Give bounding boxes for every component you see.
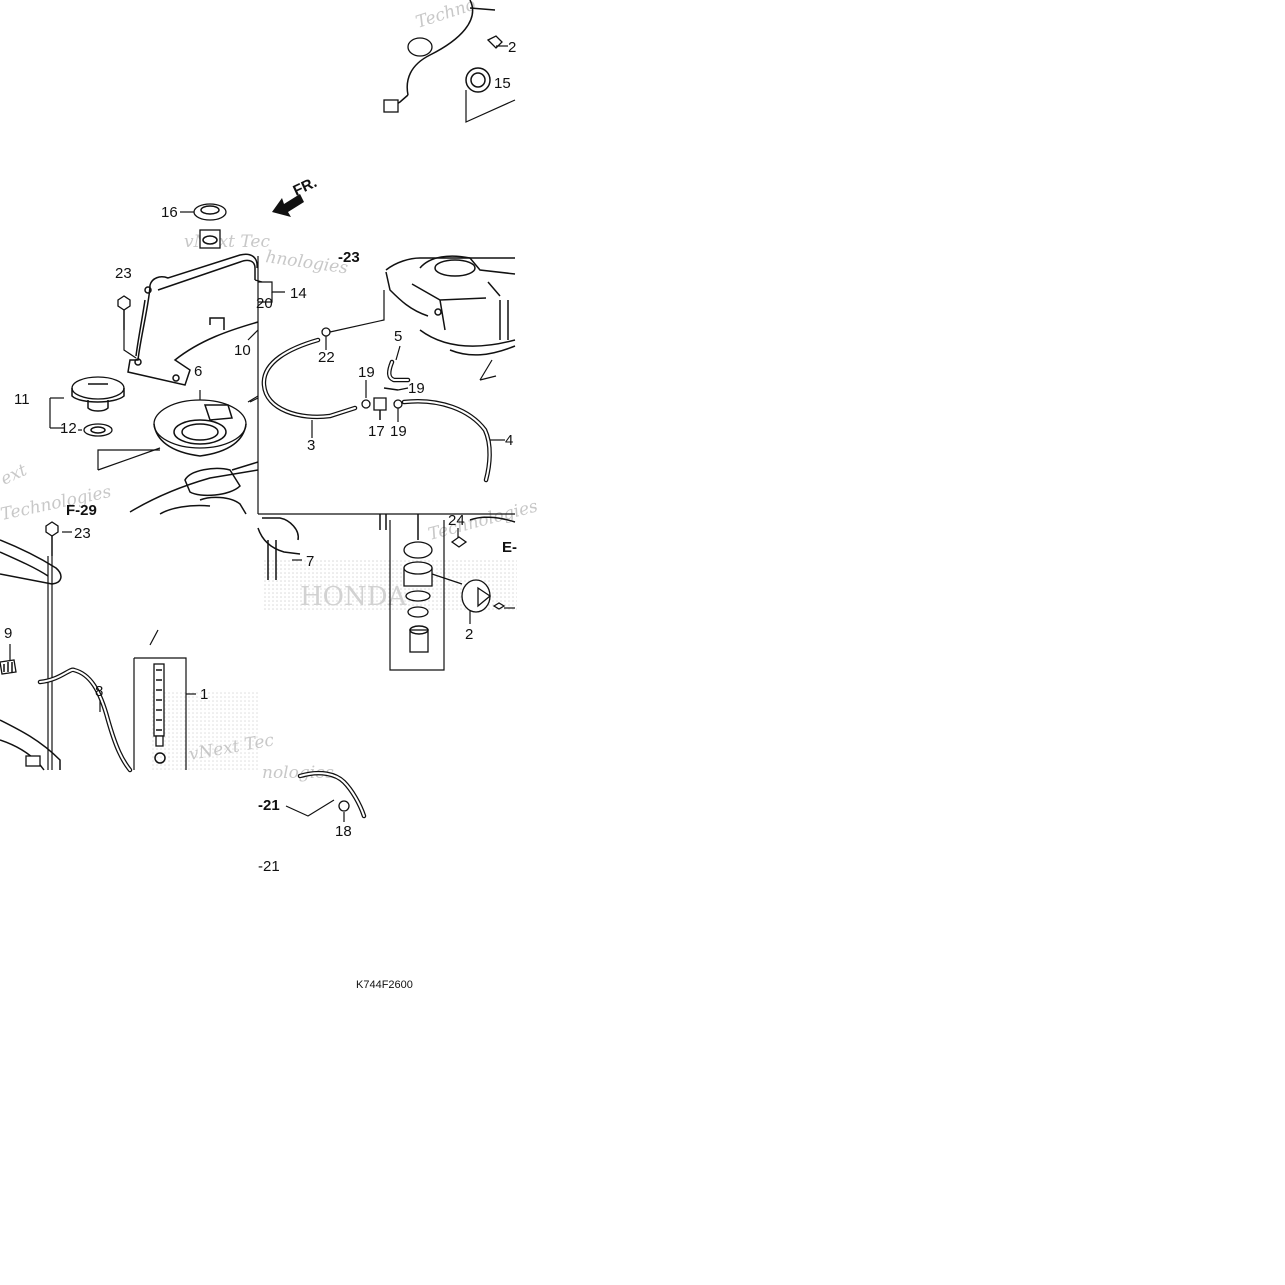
callout-label: 23: [115, 265, 132, 282]
callout-label: 7: [306, 553, 314, 570]
section-borders: [257, 256, 515, 515]
callout-label: 4: [505, 432, 513, 449]
callout-label: 1: [200, 686, 208, 703]
watermark-logo: HONDA: [300, 582, 408, 612]
callout-label: 11: [14, 391, 30, 408]
fuel-pump-1: [133, 629, 196, 770]
reference-label: F-29: [66, 502, 97, 519]
callout-label: 19: [408, 380, 425, 397]
callout-label: 12: [60, 420, 77, 437]
callout-label: 10: [234, 342, 251, 359]
callout-label: 2: [465, 626, 473, 643]
watermark-text: hnologies: [264, 247, 349, 278]
callout-label: 23: [74, 525, 91, 542]
watermark-text: Technologies: [426, 496, 540, 545]
reference-label: E-: [502, 539, 517, 556]
front-arrow-label: FR.: [291, 174, 320, 200]
filler-cap-assembly: [49, 376, 259, 471]
callout-label: 15: [494, 75, 511, 92]
reference-labels: F-29 -23 E- -21 -21: [66, 249, 517, 875]
diagram-code: K744F2600: [356, 979, 413, 991]
watermark-text: vNext Tec: [184, 232, 270, 252]
callout-label: 17: [368, 423, 385, 440]
front-direction-arrow: FR.: [272, 174, 320, 217]
callout-label: 19: [390, 423, 407, 440]
breather-hose-18: [285, 770, 367, 822]
fuel-tank-upper-right: [249, 255, 516, 403]
callout-label: 20: [256, 295, 273, 312]
callout-label: 22: [318, 349, 335, 366]
callout-label: 2: [508, 39, 516, 56]
callout-label: 24: [448, 512, 465, 529]
fuel-cap-16: [180, 203, 227, 249]
hose-assembly: [261, 336, 505, 483]
watermark-text: Techno: [413, 0, 478, 33]
callout-label: 14: [290, 285, 307, 302]
callout-label: 16: [161, 204, 178, 221]
callout-label: 9: [4, 625, 12, 642]
watermark-text: ext: [0, 460, 30, 489]
fuel-valve-assembly: [257, 514, 516, 671]
lower-left-assembly: [0, 521, 133, 773]
callout-label: 3: [307, 437, 315, 454]
reference-label: -21: [258, 858, 280, 875]
reference-label: -21: [258, 797, 280, 814]
tank-frame-bracket: [117, 253, 285, 386]
callout-label: 19: [358, 364, 375, 381]
callout-labels: 2 15 16 23 14 20 10 6 11 12 22 5 19 19 1…: [4, 39, 516, 840]
callout-label: 18: [335, 823, 352, 840]
reference-label: -23: [338, 249, 360, 266]
fuel-tank-left: [129, 461, 259, 515]
callout-label: 5: [394, 328, 402, 345]
callout-label: 8: [95, 683, 103, 700]
callout-label: 6: [194, 363, 202, 380]
watermark-text: nologies: [262, 763, 334, 783]
fuel-sender-harness: [383, 0, 516, 123]
